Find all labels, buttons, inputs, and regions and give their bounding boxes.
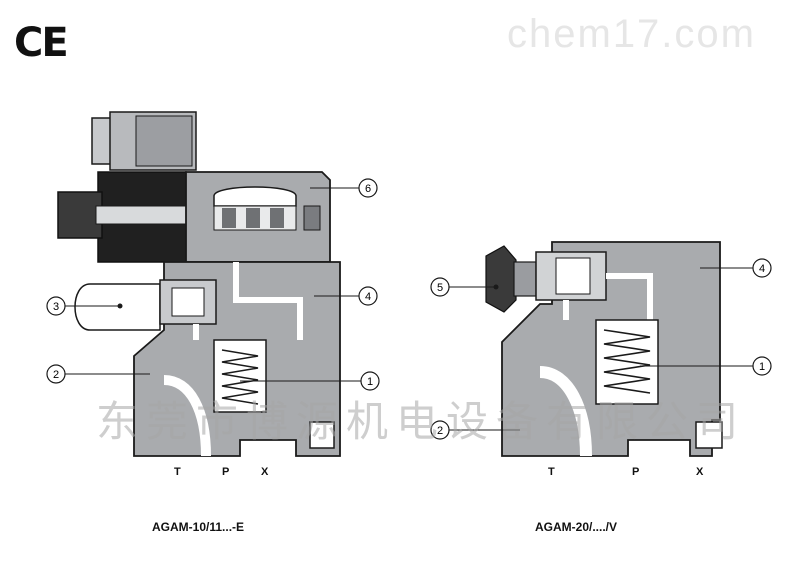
left-pilot-channel (213, 186, 297, 207)
right-callout-5-label: 5 (437, 282, 443, 294)
right-callout-4-label: 4 (759, 263, 765, 275)
left-valve-drawing: 6 4 3 2 1 (46, 111, 380, 457)
left-callout-6-label: 6 (365, 183, 371, 195)
right-x-plug (695, 421, 723, 449)
left-callout-4 (358, 286, 378, 306)
right-callout-4 (752, 258, 772, 278)
left-solenoid-end (57, 191, 103, 239)
left-relief-cap (74, 283, 161, 331)
left-port-p: P (222, 466, 230, 478)
right-diagram-caption: AGAM-20/..../V (535, 520, 618, 534)
right-leader-5-dot (493, 284, 499, 290)
right-port-t: T (548, 466, 555, 478)
left-spool-land-3 (270, 208, 284, 228)
right-outlet-passage (539, 366, 592, 457)
right-adjust-knob (485, 245, 517, 313)
left-connector-face (135, 115, 193, 167)
left-callout-2 (46, 364, 66, 384)
watermark-company: 东莞市博源机电设备有限公司 (96, 397, 747, 446)
left-main-spring (221, 349, 259, 405)
right-callout-1 (752, 356, 772, 376)
watermark-site: chem17.com (507, 12, 756, 56)
left-diagram-caption: AGAM-10/11...-E (152, 520, 245, 534)
left-callout-3-label: 3 (53, 301, 59, 313)
right-valve-drawing: 5 4 1 2 (430, 241, 772, 457)
left-x-plug (309, 421, 335, 449)
right-callout-2-label: 2 (437, 425, 443, 437)
left-callout-1 (360, 371, 380, 391)
left-spool-land-1 (222, 208, 236, 228)
right-port-p: P (632, 466, 640, 478)
left-callout-4-label: 4 (365, 291, 371, 303)
left-leader-3-dot (117, 303, 123, 309)
left-port-t: T (174, 466, 181, 478)
left-callout-1-label: 1 (367, 376, 373, 388)
right-main-spring (603, 329, 651, 394)
left-callout-2-label: 2 (53, 369, 59, 381)
right-callout-2 (430, 420, 450, 440)
ce-mark-logo: CE (14, 20, 69, 66)
right-callout-5 (430, 277, 450, 297)
left-callout-3 (46, 296, 66, 316)
left-spool-land-2 (246, 208, 260, 228)
left-connector-plug (91, 117, 113, 165)
right-passage-a (606, 273, 653, 320)
right-port-x: X (696, 466, 704, 478)
left-pilot-plug (303, 205, 321, 231)
right-pilot-seat (555, 257, 591, 295)
left-port-x: X (261, 466, 269, 478)
left-spring-chamber (213, 339, 267, 413)
left-callout-6 (358, 178, 378, 198)
left-outlet-passage (163, 375, 211, 457)
left-passage-a (233, 262, 303, 340)
right-knob-stem (513, 261, 537, 297)
right-callout-1-label: 1 (759, 361, 765, 373)
left-relief-seat (171, 287, 205, 317)
